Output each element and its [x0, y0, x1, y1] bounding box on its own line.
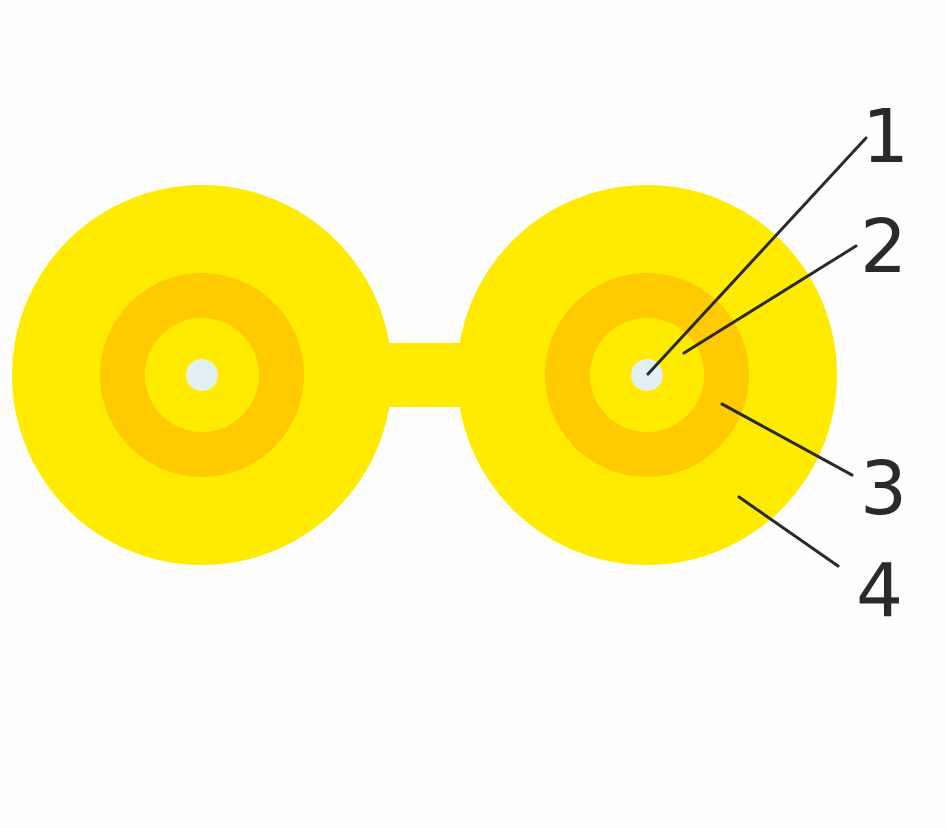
leader-line-3	[720, 402, 854, 477]
cable-bridge	[380, 343, 470, 407]
leader-line-2	[682, 244, 858, 355]
left-fiber	[12, 185, 392, 565]
label-1: 1	[862, 94, 909, 180]
leader-line-4	[737, 495, 840, 568]
label-4: 4	[856, 548, 903, 634]
label-2: 2	[860, 204, 907, 290]
leader-line-1	[646, 136, 868, 376]
label-3: 3	[860, 446, 907, 532]
left-core	[186, 359, 218, 391]
